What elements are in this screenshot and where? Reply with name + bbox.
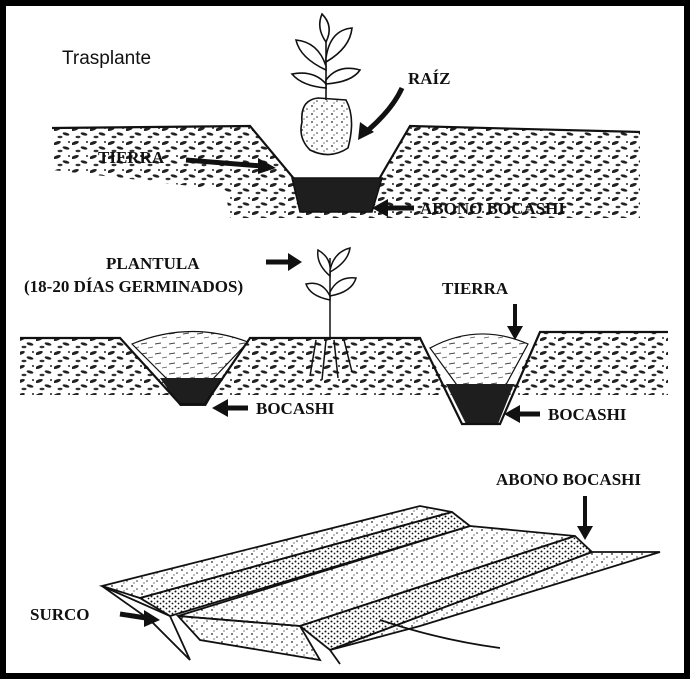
- panel3-furrows: [102, 506, 660, 664]
- panel2-seedling-label-line2: (18-20 DÍAS GERMINADOS): [24, 277, 243, 296]
- panel2-soil-label: TIERRA: [442, 279, 509, 298]
- panel1-root-label: RAÍZ: [408, 69, 451, 88]
- panel2-bocashi-left-label: BOCASHI: [256, 399, 335, 418]
- panel1-compost-label: ABONO BOCASHI: [420, 199, 565, 218]
- panel3-compost-label: ABONO BOCASHI: [496, 470, 641, 489]
- panel2-soil-arrow: [507, 304, 523, 340]
- panel2-seedling-label-line1: PLANTULA: [106, 254, 200, 273]
- panel3-compost-arrow: [577, 496, 593, 540]
- panel3-furrow-label: SURCO: [30, 605, 90, 624]
- panel2-bocashi-left-arrow: [212, 399, 248, 417]
- figure-title: Trasplante: [62, 48, 151, 69]
- panel2-bocashi-right-arrow: [504, 405, 540, 423]
- panel1-plant: [292, 14, 360, 155]
- panel1-soil-label: TIERRA: [98, 148, 165, 167]
- panel1-bocashi-layer: [292, 178, 382, 212]
- panel2-bocashi-right-label: BOCASHI: [548, 405, 627, 424]
- panel2-seedling-arrow: [266, 253, 302, 271]
- panel1-root-arrow: [358, 88, 402, 140]
